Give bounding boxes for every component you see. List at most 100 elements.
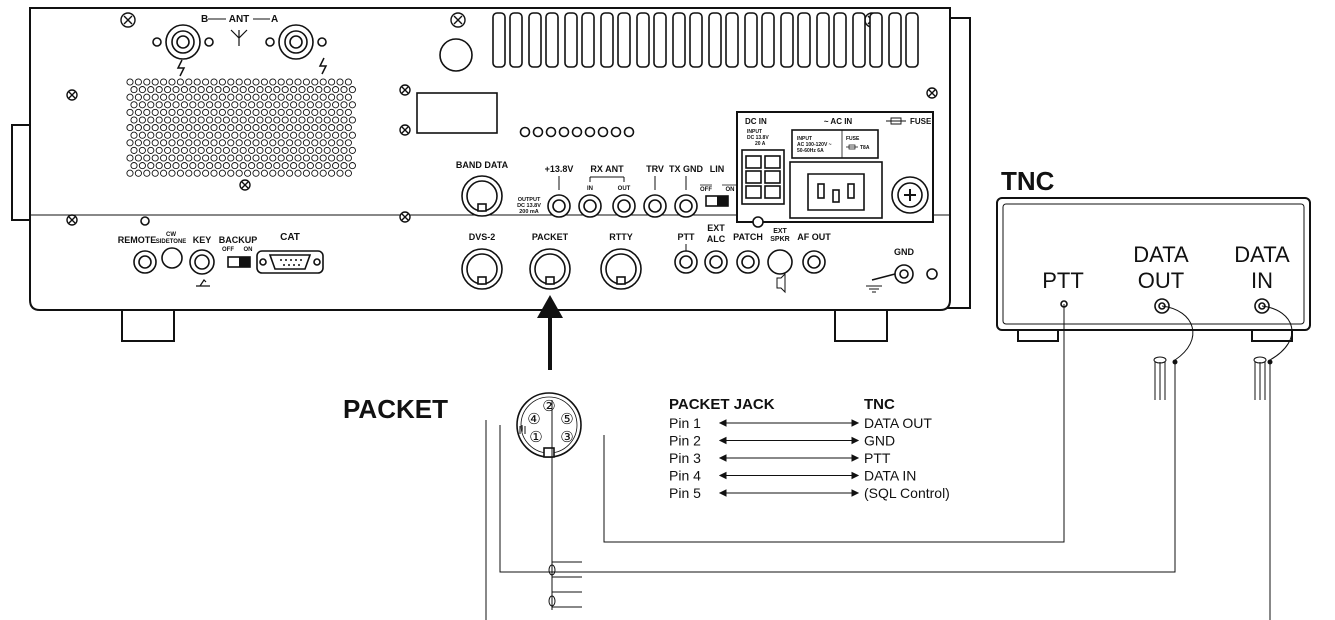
packet-din-connector: PACKET ① ② ③ ④ ⑤ — [343, 392, 582, 458]
tnc-data-in-label-1: DATA — [1234, 242, 1290, 267]
backup-switch[interactable] — [227, 256, 251, 268]
vent-slot — [780, 12, 794, 68]
rx-in-label: IN — [587, 186, 593, 192]
af-out-label: AF OUT — [797, 232, 831, 242]
trv-label: TRV — [646, 164, 664, 174]
lin-label: LIN — [710, 164, 725, 174]
vent-slot — [600, 12, 614, 68]
vent-slot — [564, 12, 578, 68]
vent-slot — [725, 12, 739, 68]
lin-on-label: ON — [726, 187, 735, 193]
ant-label: ANT — [229, 14, 250, 25]
ext-spkr-jack[interactable] — [767, 249, 793, 275]
packet-jack[interactable] — [529, 248, 571, 290]
indicator-holes — [519, 126, 635, 138]
pin-table-row: Pin 5 (SQL Control) — [669, 485, 950, 501]
vent-slot — [888, 12, 902, 68]
vent-slot — [509, 12, 523, 68]
remote-jack[interactable] — [133, 250, 157, 274]
antenna-b-connector[interactable] — [152, 24, 214, 60]
morse-key-icon — [196, 279, 210, 287]
pin-number: Pin 3 — [669, 450, 701, 466]
antenna-a-connector[interactable] — [265, 24, 327, 60]
ventilation-grid — [126, 78, 356, 177]
tnc-data-in-label-2: IN — [1251, 268, 1273, 293]
ac-input-label: INPUT — [797, 136, 812, 142]
sidetone-label: SIDETONE — [156, 239, 187, 245]
indicator-hole — [584, 126, 596, 138]
af-out-jack[interactable] — [802, 250, 826, 274]
vent-slots — [492, 12, 919, 68]
pin-number: Pin 5 — [669, 485, 701, 501]
ext-alc-jack[interactable] — [704, 250, 728, 274]
rx-out-label: OUT — [618, 186, 631, 192]
ext-alc-label-2: ALC — [707, 234, 726, 244]
ext-spkr-label-2: SPKR — [770, 236, 789, 243]
fuse-holder[interactable] — [891, 176, 929, 214]
packet-arrow — [537, 295, 563, 370]
pin-number: Pin 4 — [669, 468, 701, 484]
vent-slot — [653, 12, 667, 68]
screw-icon — [752, 216, 764, 228]
pin-signal: PTT — [864, 450, 891, 466]
band-data-label: BAND DATA — [456, 160, 509, 170]
dvs2-jack[interactable] — [461, 248, 503, 290]
pin-connection-arrow — [718, 471, 860, 480]
rx-ant-in-jack[interactable] — [578, 194, 602, 218]
tnc-ptt-label: PTT — [1042, 268, 1084, 293]
lin-switch[interactable] — [705, 195, 729, 207]
din-title: PACKET — [343, 394, 448, 424]
speaker-icon — [776, 272, 786, 294]
pin-number: Pin 2 — [669, 433, 701, 449]
gnd-terminal[interactable] — [871, 264, 938, 284]
lightning-icon — [176, 59, 186, 77]
key-jack[interactable] — [189, 249, 215, 275]
tnc-unit: TNC PTT DATA OUT DATA IN — [996, 166, 1311, 342]
ac-input-voltage: AC 100-120V ~ — [797, 142, 832, 148]
pin-signal: (SQL Control) — [864, 485, 950, 501]
dc-in-connector[interactable] — [741, 149, 785, 205]
pin-table-right-header: TNC — [864, 396, 895, 413]
indicator-hole — [558, 126, 570, 138]
indicator-hole — [571, 126, 583, 138]
output-current-label: 200 mA — [519, 209, 539, 215]
tx-gnd-jack[interactable] — [674, 194, 698, 218]
output-voltage-label: DC 13.8V — [517, 203, 541, 209]
pin-table-row: Pin 4 DATA IN — [669, 468, 916, 484]
vent-slot — [672, 12, 686, 68]
vent-slot — [869, 12, 883, 68]
cw-sidetone-knob[interactable] — [161, 247, 183, 269]
pin-signal: GND — [864, 433, 895, 449]
indicator-hole — [519, 126, 531, 138]
patch-label: PATCH — [733, 232, 763, 242]
plus-138v-jack[interactable] — [547, 194, 571, 218]
transceiver-rear-panel: B ANT A BAND DATA +13.8V OUTPUT DC 13.8V… — [11, 7, 971, 342]
ac-in-label: ~ AC IN — [824, 117, 853, 126]
ext-spkr-label-1: EXT — [773, 228, 787, 235]
rtty-jack[interactable] — [600, 248, 642, 290]
vent-slot — [617, 12, 631, 68]
tnc-data-out-label-2: OUT — [1138, 268, 1184, 293]
vent-slot — [852, 12, 866, 68]
ac-inlet[interactable] — [789, 161, 883, 219]
antenna-icon — [230, 29, 248, 46]
backup-off-label: OFF — [222, 247, 234, 253]
cat-connector[interactable] — [256, 250, 324, 274]
pin-signal: DATA IN — [864, 468, 916, 484]
band-data-jack[interactable] — [461, 175, 503, 217]
trv-jack[interactable] — [643, 194, 667, 218]
packet-label: PACKET — [532, 232, 569, 242]
remote-label: REMOTE — [118, 235, 157, 245]
rx-ant-out-jack[interactable] — [612, 194, 636, 218]
dc-input-voltage: DC 13.8V — [747, 135, 769, 141]
ground-icon — [866, 285, 882, 293]
cw-label: CW — [166, 232, 176, 238]
indicator-hole — [532, 126, 544, 138]
ptt-jack[interactable] — [674, 250, 698, 274]
pin-connection-arrow — [718, 436, 860, 445]
chassis-outline — [29, 7, 951, 311]
din-pin-3: ③ — [560, 429, 573, 446]
patch-jack[interactable] — [736, 250, 760, 274]
vent-slot — [689, 12, 703, 68]
